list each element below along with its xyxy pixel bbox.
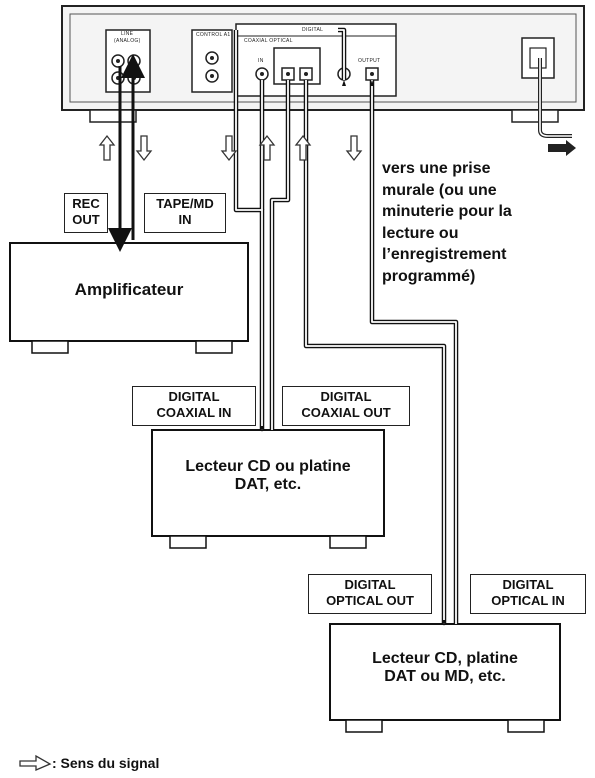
control-label: CONTROL A1 bbox=[196, 32, 231, 38]
cd-player-2-label: Lecteur CD, platine DAT ou MD, etc. bbox=[372, 650, 518, 686]
deck-rear-panel bbox=[61, 5, 585, 123]
legend-label: : Sens du signal bbox=[52, 755, 160, 771]
digital-optical-out-tag: DIGITAL OPTICAL OUT bbox=[308, 574, 432, 614]
digital-coaxial-out-tag: DIGITAL COAXIAL OUT bbox=[282, 386, 410, 426]
cd-player-1-box bbox=[151, 429, 385, 549]
cables bbox=[108, 27, 459, 626]
cd-player-2-box bbox=[329, 623, 561, 733]
signal-arrow-up bbox=[294, 134, 312, 161]
digital-panel-label: DIGITAL bbox=[302, 27, 324, 33]
legend-arrow-icon bbox=[19, 754, 52, 771]
power-cord bbox=[538, 58, 576, 156]
signal-arrow-up bbox=[98, 134, 116, 161]
line-out-sublabel: (ANALOG) bbox=[114, 38, 141, 44]
digital-optical-in-tag: DIGITAL OPTICAL IN bbox=[470, 574, 586, 614]
signal-arrow-down bbox=[220, 135, 238, 162]
optical-output-label: OUTPUT bbox=[358, 58, 381, 64]
coaxial-in-label: IN bbox=[258, 58, 264, 64]
rec-out-tag: REC OUT bbox=[64, 193, 108, 233]
amplifier-box bbox=[9, 242, 249, 354]
wall-outlet-note: vers une prise murale (ou une minuterie … bbox=[382, 160, 512, 285]
digital-panel-sublabel: COAXIAL OPTICAL bbox=[244, 38, 293, 44]
cd-player-1-label: Lecteur CD ou platine DAT, etc. bbox=[185, 458, 351, 494]
signal-arrow-down bbox=[345, 135, 363, 162]
signal-arrow-up bbox=[258, 134, 276, 161]
digital-coaxial-in-tag: DIGITAL COAXIAL IN bbox=[132, 386, 256, 426]
signal-direction-arrows bbox=[98, 134, 363, 162]
amplifier-label: Amplificateur bbox=[74, 280, 184, 299]
signal-arrow-down bbox=[135, 135, 153, 162]
tape-md-in-tag: TAPE/MD IN bbox=[144, 193, 226, 233]
line-out-label: LINE bbox=[121, 31, 134, 37]
